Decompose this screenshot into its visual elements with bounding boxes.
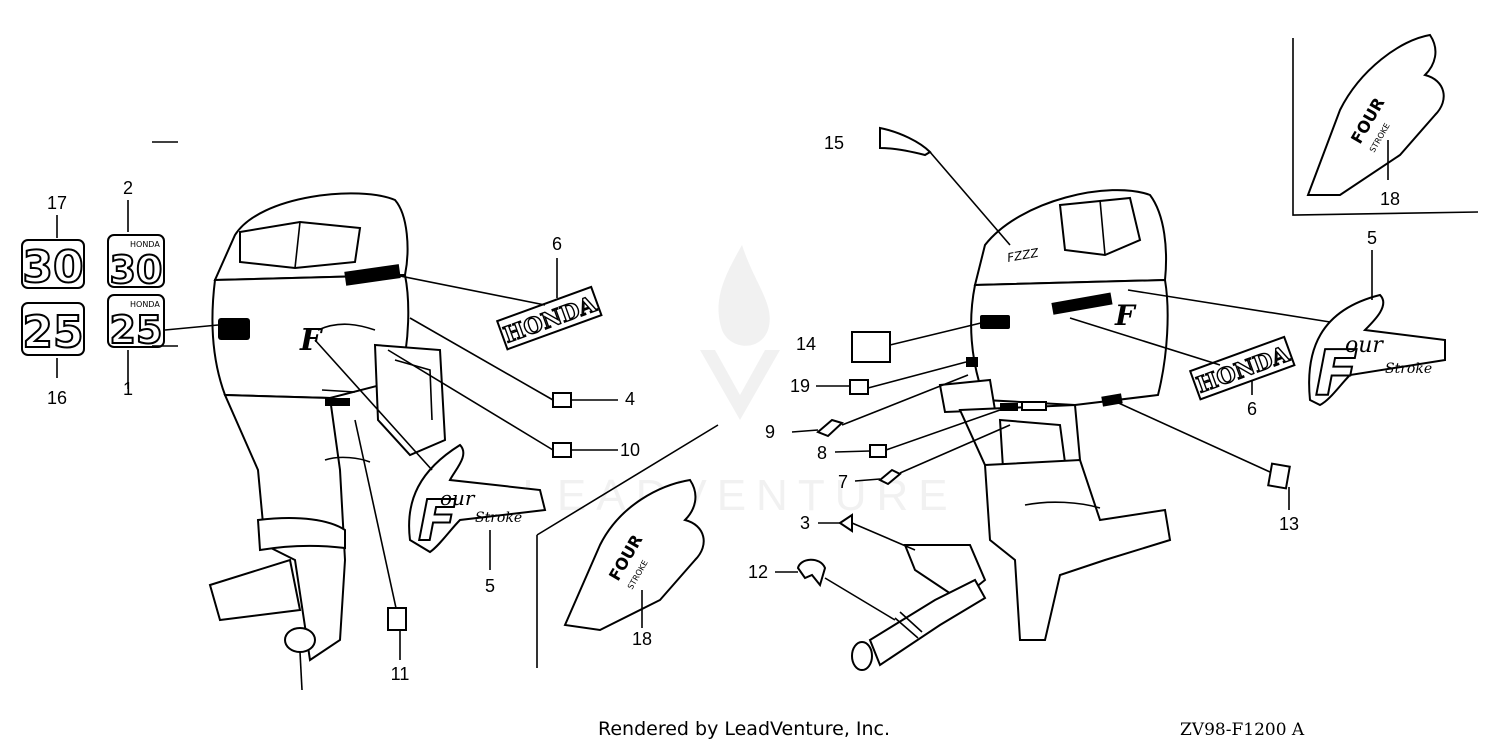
stroke-script-left: Stroke [475,510,522,526]
part-8-shape [869,444,887,458]
callout-8: 8 [817,443,827,463]
part-9-shape [816,418,844,438]
svg-text:FZZZ: FZZZ [1006,246,1040,265]
callout-11: 11 [391,664,410,684]
callout-6-right: 6 [1247,399,1257,419]
flame-icon [718,245,770,346]
part-15-shape [879,126,932,157]
num30b-text: 30 [110,248,163,292]
leader-lines [56,140,1389,660]
callout-12: 12 [748,562,768,582]
num25-text: 25 [22,307,83,358]
honda-emblem-right: HONDA [1188,335,1296,401]
number-25-emblem-plain: 25 [21,302,85,359]
mini-honda-30-text: HONDA [130,240,160,249]
f-letter-left: F [418,489,456,554]
callout-18-top: 18 [1380,189,1400,209]
number-30-emblem-honda: HONDA 30 [107,234,165,293]
callout-4: 4 [625,389,635,409]
rendered-by-credit: Rendered by LeadVenture, Inc. [598,718,891,740]
four-stroke-script-emblem-left: F our Stroke [408,443,547,555]
callout-numbers: 1 2 3 4 5 5 6 6 7 8 9 10 11 12 13 14 15 … [47,133,1400,684]
num25b-text: 25 [110,308,163,352]
part-19-shape [849,379,869,395]
four-stroke-dolphin-emblem-top: FOUR STROKE [1306,33,1445,196]
callout-15: 15 [824,133,844,153]
mini-honda-25-text: HONDA [130,300,160,309]
f-letter-right: F [1315,337,1357,410]
four-stroke-script-emblem-right: F our Stroke [1308,293,1446,411]
svg-text:F: F [1114,299,1137,332]
part-7-shape [878,468,902,486]
num30-text: 30 [22,242,83,293]
diagram-code: ZV98-F1200 A [1180,720,1305,740]
stroke-script-right: Stroke [1385,361,1432,377]
callout-3: 3 [800,513,810,533]
callout-9: 9 [765,422,775,442]
honda-text-right: HONDA [1193,341,1293,399]
four-stroke-dolphin-emblem-bottom: FOUR STROKE [563,478,705,632]
callout-6-left: 6 [552,234,562,254]
part-4-shape [552,392,572,408]
tiller-handle [851,544,987,671]
part-12-shape [796,558,827,588]
callout-19: 19 [790,376,810,396]
callout-2: 2 [123,178,133,198]
v-logo-icon [700,350,780,420]
divider-bottom [536,424,719,668]
number-30-emblem-plain: 30 [21,239,85,294]
callout-14: 14 [796,334,816,354]
our-text-right: our [1345,333,1384,358]
callout-5-right: 5 [1367,228,1377,248]
callout-1: 1 [123,379,133,399]
part-14-shape [851,331,891,363]
part-13-shape [1267,462,1291,490]
callout-7: 7 [838,472,848,492]
callout-10: 10 [620,440,640,460]
our-text-left: our [440,486,476,510]
callout-18-bottom: 18 [632,629,652,649]
number-25-emblem-honda: HONDA 25 [107,294,165,353]
callout-17: 17 [47,193,67,213]
right-outboard-motor: F FZZZ [938,189,1172,641]
part-10-shape [552,442,572,458]
divider-top-right [1292,38,1479,216]
callout-5-left: 5 [485,576,495,596]
left-outboard-motor: F [208,192,447,691]
callout-13: 13 [1279,514,1299,534]
part-11-shape [387,607,407,631]
callout-16: 16 [47,388,67,408]
honda-emblem-left: HONDA [495,285,603,351]
